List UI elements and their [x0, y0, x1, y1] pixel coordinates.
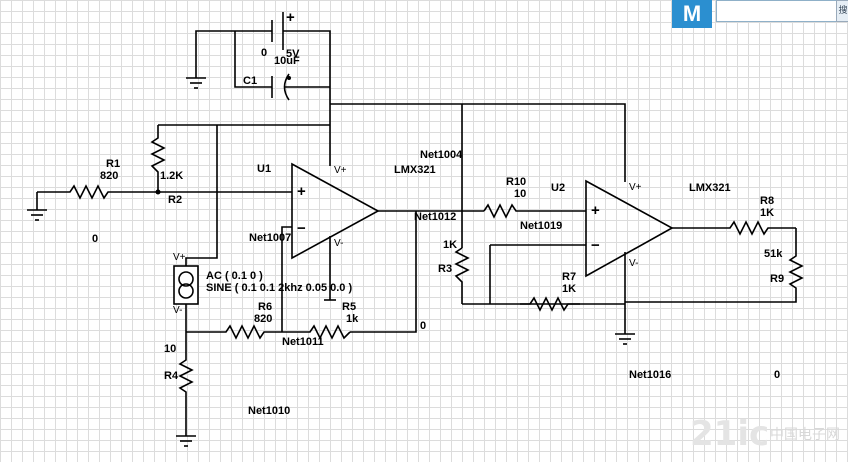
- brand-logo[interactable]: M: [672, 0, 712, 28]
- net1012-label: Net1012: [414, 211, 456, 223]
- u1-vplus-label: V+: [334, 165, 347, 176]
- net1011-label: Net1011: [282, 336, 324, 348]
- r9-ref-label: R9: [770, 273, 784, 285]
- resistor-r1[interactable]: [37, 184, 158, 200]
- ground-symbol: [186, 77, 206, 89]
- capacitor-c1[interactable]: [234, 31, 330, 101]
- u2-ref-label: U2: [551, 182, 565, 194]
- src-vplus-label: V+: [173, 252, 186, 263]
- net1010-label: Net1010: [248, 405, 290, 417]
- r4-ref-label: R4: [164, 370, 179, 382]
- opamp-u2[interactable]: [585, 179, 674, 334]
- r3-ref-label: R3: [438, 263, 452, 275]
- r5-ref-label: R5: [342, 301, 356, 313]
- src-vminus-label: V-: [173, 305, 182, 316]
- ground-symbol: [176, 435, 196, 447]
- ac-current-source[interactable]: [173, 265, 199, 332]
- resistor-r6[interactable]: [186, 324, 282, 340]
- r7-ref-label: R7: [562, 271, 576, 283]
- r8-value-label: 1K: [760, 207, 774, 219]
- u2-plus-sign: +: [591, 202, 600, 219]
- battery-plus-sign: +: [286, 9, 295, 26]
- junction-dot: [155, 189, 161, 195]
- net1007-label: Net1007: [249, 232, 291, 244]
- source-ac-label: AC ( 0.1 0 ): [206, 270, 263, 282]
- ground-symbol: [27, 192, 47, 221]
- source-value-label: 5V: [286, 48, 300, 60]
- search-button[interactable]: 搜: [836, 0, 848, 22]
- r6-value-label: 820: [254, 313, 272, 325]
- resistor-r2[interactable]: [150, 125, 166, 192]
- resistor-r10[interactable]: [483, 203, 586, 219]
- r5-value-label: 1k: [346, 313, 359, 325]
- r10-ref-label: R10: [506, 176, 526, 188]
- output-zero-label: 0: [774, 369, 780, 381]
- u2-minus-sign: −: [591, 237, 600, 254]
- u1-ref-label: U1: [257, 163, 271, 175]
- ground-symbol: [615, 333, 635, 345]
- c1-ref-label: C1: [243, 75, 257, 87]
- r9-value-label: 51k: [764, 248, 783, 260]
- search-input[interactable]: [716, 0, 840, 22]
- resistor-r8[interactable]: [672, 220, 796, 236]
- u1-plus-sign: +: [297, 183, 306, 200]
- dc-voltage-source[interactable]: [195, 12, 331, 104]
- feedback-zero-label: 0: [420, 320, 426, 332]
- r3-value-label: 1K: [443, 239, 457, 251]
- ground-zero-label: 0: [92, 233, 98, 245]
- r10-value-label: 10: [514, 188, 526, 200]
- r2-value-label: 1.2K: [160, 170, 183, 182]
- r1-value-label: 820: [100, 170, 118, 182]
- net1019-label: Net1019: [520, 220, 562, 232]
- net1016-label: Net1016: [629, 369, 671, 381]
- resistor-r7[interactable]: [520, 296, 580, 312]
- u2-vplus-label: V+: [629, 182, 642, 193]
- u2-model-label: LMX321: [689, 182, 731, 194]
- u1-vminus-label: V-: [334, 238, 343, 249]
- resistor-r5[interactable]: [282, 324, 351, 340]
- source-zero-label: 0: [261, 47, 267, 59]
- resistor-r9[interactable]: [625, 228, 804, 303]
- r6-ref-label: R6: [258, 301, 272, 313]
- r7-value-label: 1K: [562, 283, 576, 295]
- site-watermark: 21ic: [690, 414, 770, 454]
- r1-ref-label: R1: [106, 158, 120, 170]
- u1-minus-sign: −: [297, 220, 306, 237]
- c1-value-label: 10uF: [274, 55, 300, 67]
- wire-inv-u1: [281, 226, 292, 332]
- resistor-r4[interactable]: [178, 332, 194, 436]
- u2-vminus-label: V-: [629, 258, 638, 269]
- r8-ref-label: R8: [760, 195, 774, 207]
- opamp-u1[interactable]: [291, 162, 380, 301]
- net1004-label: Net1004: [420, 149, 463, 161]
- r4-value-label: 10: [164, 343, 176, 355]
- source-sine-label: SINE ( 0.1 0.1 2khz 0.05 0.0 ): [206, 282, 352, 294]
- site-watermark-cn: 中国电子网: [770, 427, 840, 443]
- resistor-r3[interactable]: [454, 247, 470, 304]
- u1-model-label: LMX321: [394, 164, 436, 176]
- wire-feedback: [350, 211, 417, 333]
- r2-ref-label: R2: [168, 194, 182, 206]
